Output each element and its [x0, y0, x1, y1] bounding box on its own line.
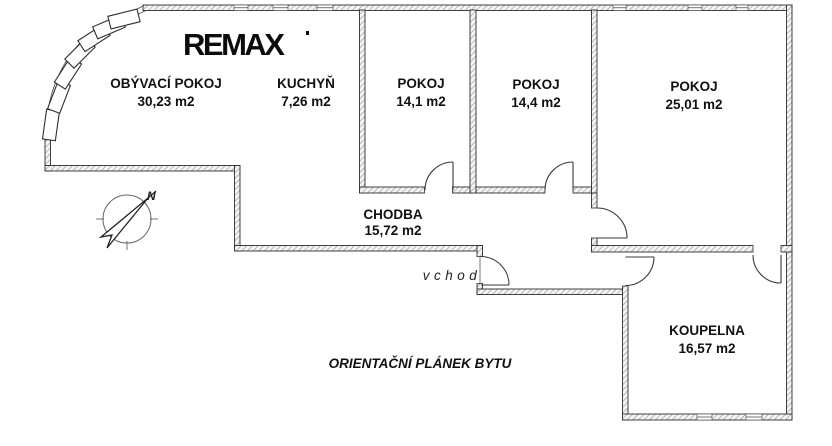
room-label-chodba: CHODBA 15,72 m2: [363, 207, 422, 238]
curved-glass-wall: [41, 5, 147, 142]
room-area: 25,01 m2: [665, 97, 722, 112]
wall-segment: [786, 4, 793, 421]
door-swing: [622, 256, 655, 287]
wall-segment: [452, 186, 471, 194]
wall-segment: [469, 9, 477, 194]
north-arrow-compass: N: [96, 189, 158, 250]
entrance-label: vchod: [423, 268, 482, 283]
wall-segment: [591, 245, 754, 253]
room-name: POKOJ: [512, 77, 559, 92]
room-label-kuchyn: KUCHYŇ 7,26 m2: [277, 76, 335, 109]
room-name: KUCHYŇ: [277, 76, 335, 91]
remax-logo: REMAX: [183, 27, 309, 62]
room-labels: OBÝVACÍ POKOJ 30,23 m2 KUCHYŇ 7,26 m2 PO…: [110, 76, 745, 356]
walls: [44, 4, 793, 421]
wall-segment: [44, 165, 241, 172]
door-swing: [544, 161, 574, 193]
wall-segment: [475, 186, 546, 194]
wall-segment: [780, 245, 793, 253]
wall-segment: [572, 186, 592, 194]
room-name: POKOJ: [397, 76, 444, 91]
door-swing: [752, 245, 782, 284]
window: [696, 413, 713, 421]
trademark-mark: [306, 31, 309, 35]
wall-windows: [233, 4, 763, 421]
doors: [424, 161, 782, 287]
wall-segment: [359, 9, 366, 194]
room-label-koupelna: KOUPELNA 16,57 m2: [669, 323, 745, 356]
remax-logo-text: REMAX: [183, 27, 285, 62]
window: [612, 4, 627, 11]
room-area: 7,26 m2: [281, 94, 331, 109]
plan-caption: ORIENTAČNÍ PLÁNEK BYTU: [329, 356, 513, 371]
compass-needle-line: [147, 190, 157, 199]
wall-segment: [359, 186, 425, 194]
wall-segment: [591, 9, 598, 194]
room-label-pokoj-2: POKOJ 14,4 m2: [511, 77, 561, 110]
room-area: 15,72 m2: [364, 223, 421, 238]
room-area: 14,4 m2: [511, 95, 561, 110]
room-label-pokoj-1: POKOJ 14,1 m2: [396, 76, 446, 109]
room-name: KOUPELNA: [669, 323, 745, 338]
room-area: 14,1 m2: [396, 94, 446, 109]
entrance-door-swing: [477, 255, 510, 286]
door-swing: [424, 161, 454, 193]
window: [107, 8, 141, 30]
room-name: CHODBA: [363, 207, 422, 222]
room-area: 16,57 m2: [678, 341, 735, 356]
window: [745, 413, 763, 421]
window: [735, 4, 749, 11]
wall-segment: [476, 245, 483, 257]
wall-segment: [591, 192, 598, 209]
room-area: 30,23 m2: [137, 94, 194, 109]
north-arrow-icon: [98, 197, 149, 249]
window: [687, 4, 703, 11]
wall-segment: [234, 245, 483, 252]
room-label-pokoj-3: POKOJ 25,01 m2: [665, 79, 722, 112]
window: [233, 4, 249, 11]
wall-segment: [234, 165, 241, 252]
window: [316, 4, 334, 11]
compass-north-label: N: [147, 189, 156, 203]
room-name: POKOJ: [670, 79, 717, 94]
window: [272, 4, 289, 11]
wall-segment: [476, 288, 629, 295]
room-name: OBÝVACÍ POKOJ: [110, 76, 222, 91]
room-label-obyvaci-pokoj: OBÝVACÍ POKOJ 30,23 m2: [110, 76, 222, 109]
door-swing: [591, 207, 628, 239]
wall-segment: [622, 285, 629, 421]
